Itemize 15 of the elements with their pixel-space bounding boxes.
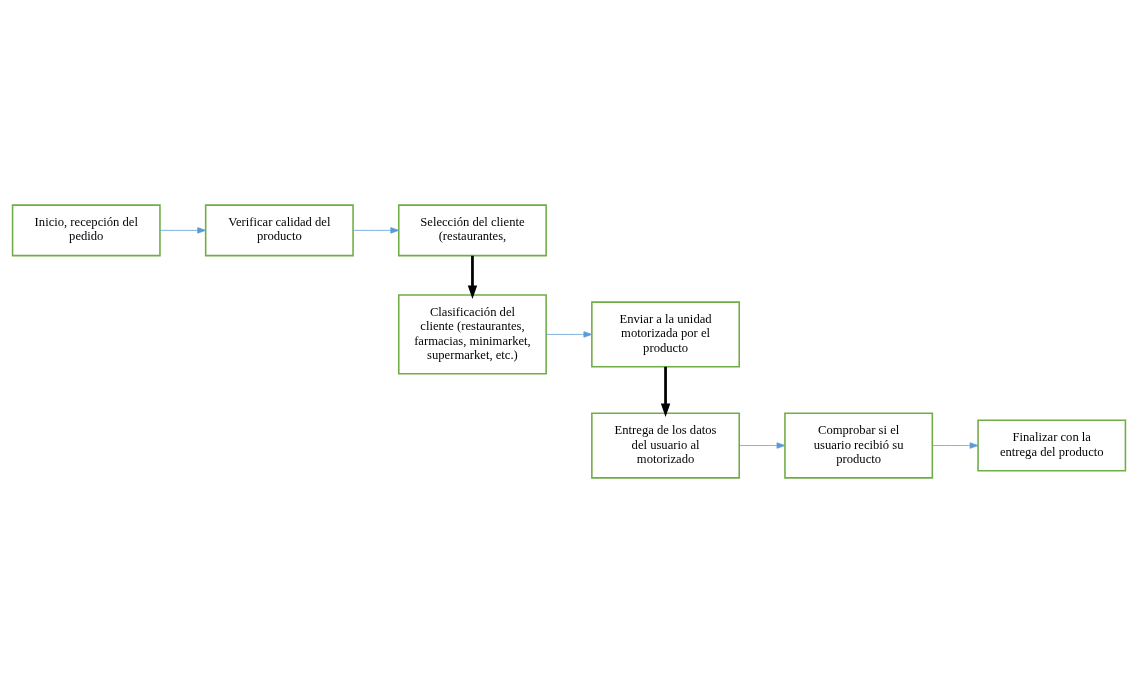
node-box: Entrega de los datos del usuario al motorizado (591, 411, 741, 479)
node-box: Verificar calidad del producto (204, 203, 354, 256)
arrow (932, 441, 979, 449)
arrow (660, 366, 671, 417)
arrow (352, 226, 400, 234)
arrow (545, 330, 593, 338)
arrow (467, 255, 478, 299)
node-box: Comprobar si el usuario recibió su producto (784, 411, 934, 479)
node-box: Enviar a la unidad motorizada por el producto (591, 300, 741, 367)
node-box: Finalizar con la entrega del producto (977, 419, 1127, 472)
node-box: Inicio, recepción del pedido (11, 203, 161, 256)
node-box: Selección del cliente (restaurantes, (397, 203, 547, 256)
node-box: Clasificación del cliente (restaurantes, farmacias, minimarket, supermarket, etc.) (397, 293, 547, 375)
arrow (159, 226, 206, 234)
arrow (738, 441, 786, 449)
